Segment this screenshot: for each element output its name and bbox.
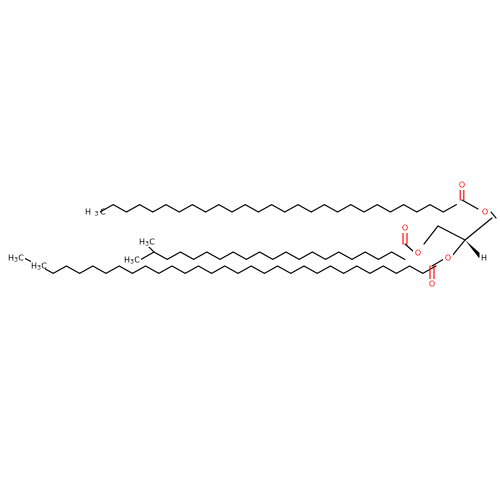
o1c-knockout: [457, 180, 467, 190]
o2c-knockout: [400, 223, 410, 233]
o3-knockout: [443, 253, 453, 263]
stereo-hydrogen: H: [481, 254, 487, 263]
glycerol-c1-c2: [464, 217, 493, 241]
chain-3-ethyl-methyl-sub: 3: [14, 257, 18, 264]
stereo-wedge-bond: [465, 240, 482, 258]
chain-3-backbone: [39, 265, 437, 274]
carbonyl-oxygen-3: O: [429, 280, 435, 289]
carbonyl-oxygen-2: O: [402, 224, 408, 233]
chain-2-branch-methyl-c: C: [149, 238, 155, 247]
ch3-3b-knockout: [31, 261, 45, 271]
ester-oxygen-2: O: [415, 249, 421, 258]
bond-layer: [23, 189, 497, 281]
glycerol-c2-c3: [437, 225, 466, 241]
chain-2-ethyl-bond: [139, 251, 155, 261]
glycerol-o1-c1: [490, 211, 497, 219]
chain-2-ester-bond: [404, 243, 415, 253]
chain-3-ethyl-methyl-h: H: [8, 254, 14, 263]
o1-knockout: [480, 207, 490, 217]
chain-1-ester-bond: [461, 199, 479, 210]
chain-3-ester-bond: [431, 258, 445, 267]
ch3-2a-knockout: [138, 237, 152, 247]
ch3-1-knockout: [84, 207, 100, 217]
h-knockout: [479, 253, 489, 263]
chain-2-ethyl-methyl-c: C: [134, 256, 140, 265]
chain-2-branch-methyl-h: H: [139, 238, 145, 247]
chain-1-terminal-methyl-sub: 3: [95, 211, 99, 218]
chain-2-ethyl-methyl-h: H: [124, 256, 130, 265]
chain-2-branch-methyl-sub: 3: [145, 241, 149, 248]
chain-3-ethyl-methyl-c: C: [18, 254, 24, 263]
ester-oxygen-3: O: [445, 254, 451, 263]
o3c-knockout: [427, 279, 437, 289]
o2-knockout: [413, 248, 423, 258]
chain-1-terminal-methyl-c: C: [100, 208, 106, 217]
glycerol-c3-o2: [423, 225, 439, 245]
chain-1-terminal-methyl-h: H: [85, 208, 91, 217]
ch3-3a-knockout: [11, 253, 25, 263]
carbonyl-oxygen-1: O: [459, 181, 465, 190]
ch3-2b-knockout: [127, 255, 141, 265]
chain-2-ethyl-methyl-sub: 3: [130, 259, 134, 266]
glycerol-c2-o3: [451, 239, 466, 257]
chain-2-backbone: [153, 251, 406, 260]
ester-oxygen-1: O: [482, 208, 488, 217]
chain-3-branch-methyl-c: C: [41, 262, 47, 271]
chain-3-branch-methyl-sub: 3: [37, 265, 41, 272]
chain-1-backbone: [99, 204, 457, 213]
chain-3-branch-methyl-h: H: [31, 262, 37, 271]
